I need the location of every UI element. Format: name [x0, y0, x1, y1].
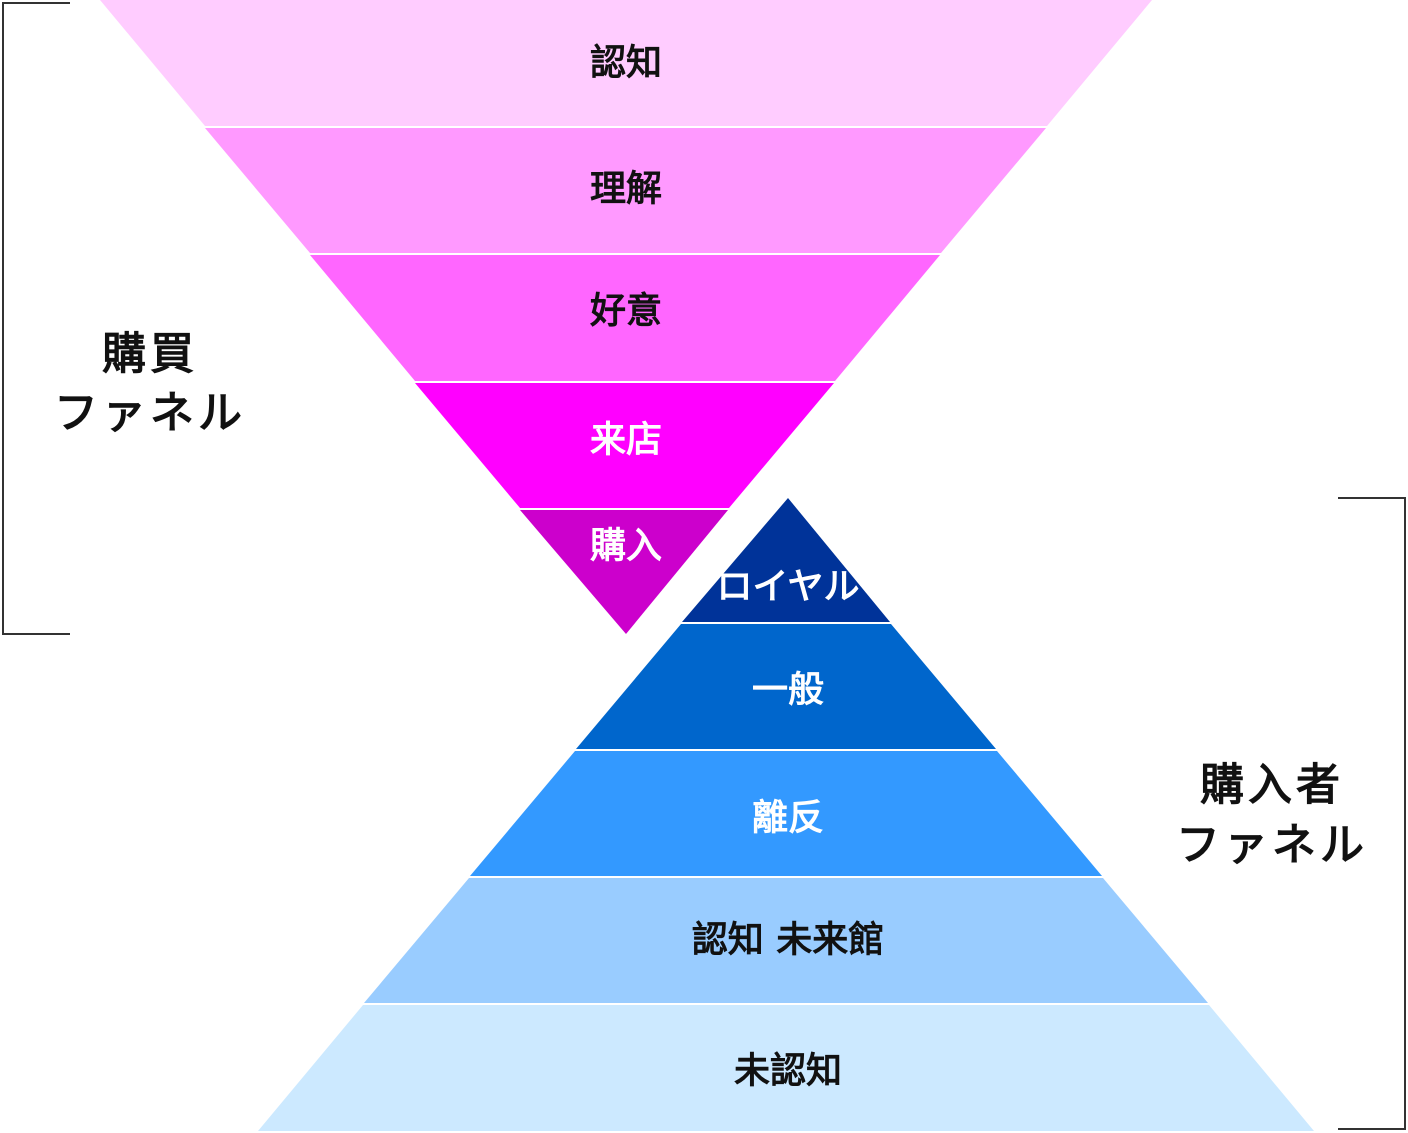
purchase-funnel-title-line2: ファネル	[54, 388, 246, 439]
buyer-segment-label: 未認知	[734, 1051, 842, 1092]
purchase-funnel-title-line1: 購買	[102, 329, 198, 380]
buyer-segment-label: 離反	[752, 798, 824, 839]
buyer-segment-aware-non-visitor	[364, 878, 1208, 1003]
buyer-segment-churned	[470, 751, 1102, 876]
purchase-segment-favorability	[310, 255, 940, 381]
buyer-segment-label: 一般	[752, 670, 824, 711]
buyer-funnel-title-line2: ファネル	[1176, 820, 1368, 871]
buyer-funnel-bracket: 購入者 ファネル	[1176, 497, 1406, 1130]
buyer-funnel: ロイヤル 一般 離反 認知 未来館 未認知	[258, 498, 1314, 1131]
purchase-segment-understanding	[205, 128, 1046, 253]
buyer-segment-label: 認知 未来館	[692, 919, 885, 961]
purchase-segment-label: 理解	[590, 169, 662, 210]
buyer-segment-label: ロイヤル	[717, 567, 860, 608]
buyer-funnel-title-line1: 購入者	[1200, 760, 1344, 811]
left-bracket-line	[2, 2, 70, 635]
buyer-segment-loyal	[682, 498, 890, 622]
right-bracket-line	[1338, 497, 1406, 1130]
purchase-segment-awareness	[100, 0, 1152, 126]
purchase-funnel: 認知 理解 好意 来店 購入	[100, 0, 1152, 634]
purchase-funnel-bracket: 購買 ファネル	[2, 2, 246, 635]
purchase-segment-purchase	[520, 510, 728, 634]
purchase-segment-label: 来店	[590, 420, 662, 461]
buyer-segment-unaware	[258, 1005, 1314, 1131]
purchase-segment-label: 好意	[589, 291, 662, 332]
buyer-segment-general	[576, 624, 996, 749]
purchase-segment-visit	[415, 383, 834, 508]
purchase-segment-label: 認知	[590, 43, 662, 84]
purchase-segment-label: 購入	[590, 526, 662, 567]
